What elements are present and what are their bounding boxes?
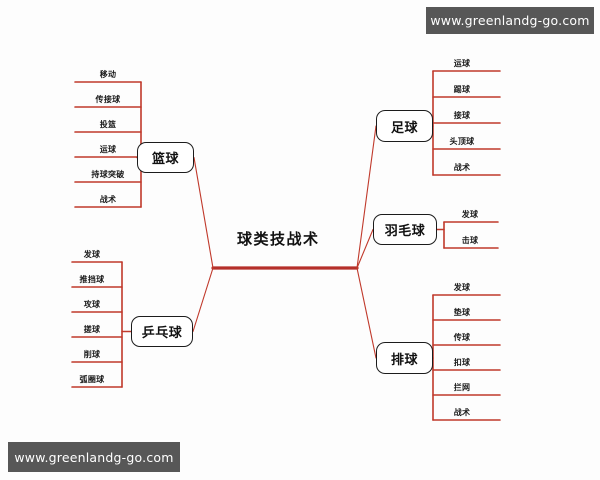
leaf-label-football-0[interactable]: 运球 — [453, 59, 471, 68]
leaf-label-basketball-5[interactable]: 战术 — [99, 195, 117, 204]
branch-node-table-tennis[interactable]: 乒乓球 — [131, 316, 193, 347]
leaf-label-basketball-2[interactable]: 投篮 — [99, 120, 117, 129]
leaf-label-table-tennis-0[interactable]: 发球 — [83, 250, 101, 259]
leaf-label-basketball-0[interactable]: 移动 — [99, 70, 117, 79]
leaf-label-football-1[interactable]: 踢球 — [453, 85, 471, 94]
leaf-label-volleyball-4[interactable]: 拦网 — [453, 383, 471, 392]
leaf-label-volleyball-5[interactable]: 战术 — [453, 408, 471, 417]
leaf-label-table-tennis-1[interactable]: 推挡球 — [79, 275, 105, 284]
leaf-label-football-4[interactable]: 战术 — [453, 163, 471, 172]
center-topic-label: 球类技战术 — [237, 231, 320, 248]
leaf-label-table-tennis-3[interactable]: 搓球 — [83, 325, 101, 334]
leaf-label-volleyball-3[interactable]: 扣球 — [453, 358, 471, 367]
leaf-label-basketball-3[interactable]: 运球 — [99, 145, 117, 154]
branch-node-badminton[interactable]: 羽毛球 — [373, 214, 437, 245]
leaf-label-volleyball-0[interactable]: 发球 — [453, 283, 471, 292]
watermark-bottom-left: www.greenlandg-go.com — [8, 442, 180, 472]
leaf-label-badminton-1[interactable]: 击球 — [461, 236, 479, 245]
leaf-label-football-3[interactable]: 头顶球 — [449, 137, 475, 146]
watermark-top-right: www.greenlandg-go.com — [426, 7, 594, 34]
leaf-label-football-2[interactable]: 接球 — [453, 111, 471, 120]
leaf-label-basketball-1[interactable]: 传接球 — [95, 95, 121, 104]
leaf-label-badminton-0[interactable]: 发球 — [461, 210, 479, 219]
leaf-label-table-tennis-5[interactable]: 弧圈球 — [79, 375, 105, 384]
leaf-label-volleyball-2[interactable]: 传球 — [453, 333, 471, 342]
leaf-label-table-tennis-4[interactable]: 削球 — [83, 350, 101, 359]
leaf-label-table-tennis-2[interactable]: 攻球 — [83, 300, 101, 309]
leaf-label-volleyball-1[interactable]: 垫球 — [453, 308, 471, 317]
branch-node-football[interactable]: 足球 — [376, 110, 433, 142]
branch-node-basketball[interactable]: 篮球 — [137, 142, 194, 173]
leaf-label-basketball-4[interactable]: 持球突破 — [91, 170, 125, 179]
branch-node-volleyball[interactable]: 排球 — [376, 342, 433, 374]
